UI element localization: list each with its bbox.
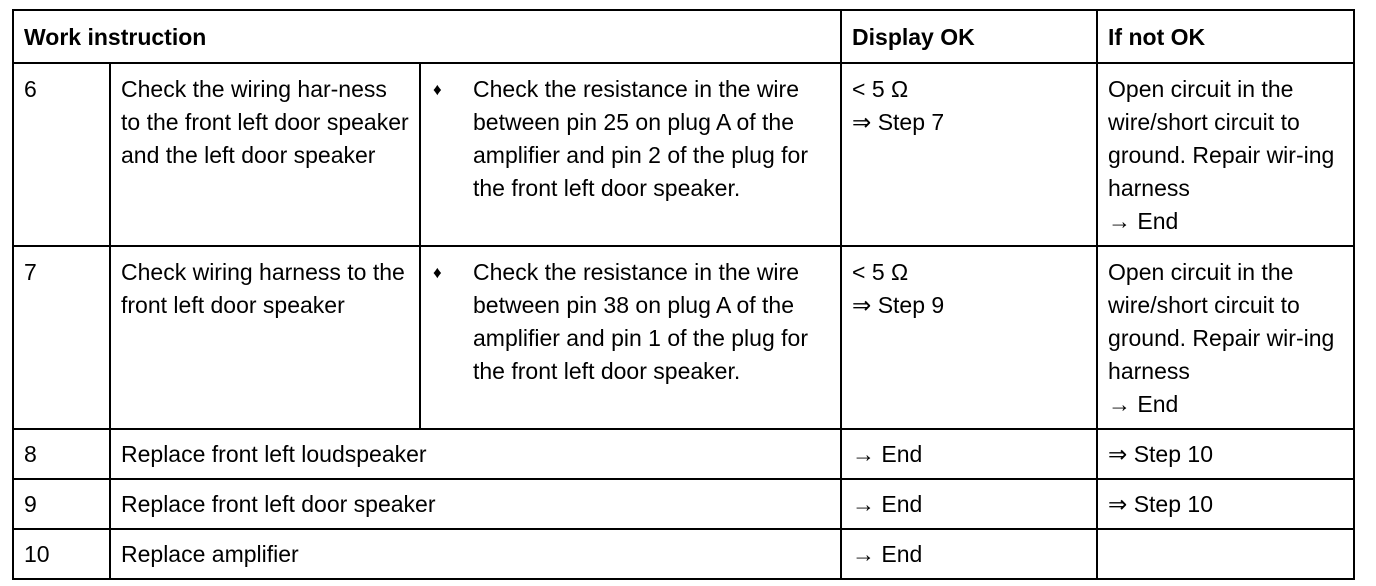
if-not-ok-cell: ⇒ Step 10: [1096, 428, 1356, 480]
if-not-ok-cell: [1096, 528, 1356, 580]
component-description: Check wiring harness to the front left d…: [109, 245, 421, 430]
display-ok-cell: < 5 Ω ⇒ Step 9: [840, 245, 1099, 430]
if-not-ok-remedy: Open circuit in the wire/short circuit t…: [1108, 259, 1335, 384]
display-ok-cell: < 5 Ω ⇒ Step 7: [840, 62, 1099, 247]
step-number: 8: [12, 428, 111, 480]
instruction-description: Replace front left loudspeaker: [108, 428, 843, 480]
display-ok-next: ⇒ Step 9: [852, 292, 945, 318]
if-not-ok-cell: Open circuit in the wire/short circuit t…: [1096, 62, 1356, 247]
step-number: 9: [12, 478, 111, 530]
display-ok-next: ⇒ Step 7: [852, 109, 945, 135]
if-not-ok-cell: Open circuit in the wire/short circuit t…: [1096, 245, 1356, 430]
step-number: 6: [12, 62, 111, 247]
table-row: 6 Check the wiring har-ness to the front…: [12, 62, 1356, 247]
if-not-ok-remedy: Open circuit in the wire/short circuit t…: [1108, 76, 1335, 201]
header-work-instruction: Work instruction: [11, 9, 843, 64]
display-ok-cell: → End: [840, 478, 1099, 530]
instruction-description: Replace front left door speaker: [108, 478, 843, 530]
display-ok-cell: → End: [840, 428, 1099, 480]
table-row: 10 Replace amplifier → End: [12, 528, 1356, 580]
if-not-ok-cell: ⇒ Step 10: [1096, 478, 1356, 530]
action-cell: ♦ Check the resistance in the wire betwe…: [418, 245, 843, 430]
action-cell: ♦ Check the resistance in the wire betwe…: [418, 62, 843, 247]
action-description: Check the resistance in the wire between…: [473, 259, 808, 384]
header-display-ok: Display OK: [840, 9, 1099, 64]
if-not-ok-next: → End: [1108, 391, 1179, 417]
diamond-bullet-icon: ♦: [433, 263, 442, 282]
table-row: 7 Check wiring harness to the front left…: [12, 245, 1356, 430]
step-number: 7: [12, 245, 111, 430]
step-number: 10: [12, 528, 111, 580]
diamond-bullet-icon: ♦: [433, 80, 442, 99]
table-row: 9 Replace front left door speaker → End …: [12, 478, 1356, 530]
display-ok-value: < 5 Ω: [852, 76, 909, 102]
display-ok-value: < 5 Ω: [852, 259, 909, 285]
table-row: 8 Replace front left loudspeaker → End ⇒…: [12, 428, 1356, 480]
action-description: Check the resistance in the wire between…: [473, 76, 808, 201]
work-instruction-table: Work instruction Display OK If not OK 6 …: [11, 9, 1356, 580]
table-header-row: Work instruction Display OK If not OK: [11, 9, 1356, 64]
instruction-description: Replace amplifier: [108, 528, 843, 580]
if-not-ok-next: → End: [1108, 208, 1179, 234]
display-ok-cell: → End: [840, 528, 1099, 580]
component-description: Check the wiring har-ness to the front l…: [109, 62, 421, 247]
header-if-not-ok: If not OK: [1096, 9, 1356, 64]
